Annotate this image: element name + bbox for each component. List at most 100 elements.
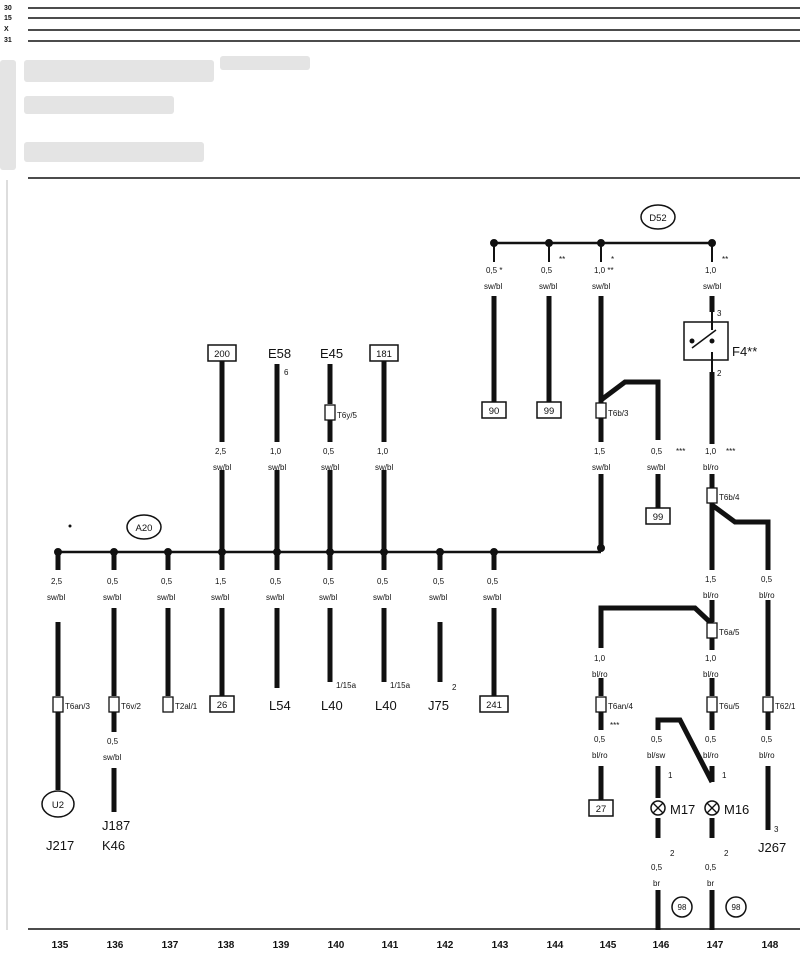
blurred-area [0,56,310,170]
wire-144d-color: sw/bl [539,282,557,291]
svg-text:T6u/5: T6u/5 [719,702,740,711]
wire-141-low-color: sw/bl [373,593,391,602]
ref-box-241: 241 [479,695,509,713]
wire-135-size: 2,5 [51,577,63,586]
wire-140-up-size: 0,5 [323,447,335,456]
wire-147s-size: 0,5 [705,735,717,744]
connector-t6v2: T6v/2 [108,696,142,713]
wire-147g-size: 0,5 [705,863,717,872]
ref-box-99-upper: 99 [536,401,562,419]
a20-drops [55,552,497,812]
wire-146m-color: sw/bl [647,463,665,472]
wire-148l-size: 0,5 [761,575,773,584]
wire-145s-size: 0,5 [594,735,606,744]
ground-ref-98-a: 98 [671,896,693,918]
column-145: 145 [600,940,617,951]
component-l40-a: L40 [321,698,343,713]
column-146: 146 [653,940,670,951]
svg-text:T6v/2: T6v/2 [121,702,142,711]
svg-text:98: 98 [678,903,687,912]
component-e45: E45 [320,346,343,361]
m17-label: M17 [670,802,695,817]
connector-t2al1: T2al/1 [162,696,198,713]
rail-label-30: 30 [4,5,12,12]
wire-146s-color: bl/sw [647,751,665,760]
connector-t6a5: T6a/5 [706,622,740,639]
svg-text:26: 26 [217,700,228,711]
wire-143d-size: 0,5 * [486,266,502,275]
svg-text:T62/1: T62/1 [775,702,796,711]
wire-145d-color: sw/bl [592,282,610,291]
column-141: 141 [382,940,399,951]
m16-label: M16 [724,802,749,817]
d52-bus [490,239,716,262]
f4-label: F4** [732,344,757,359]
wire-147d-color: sw/bl [703,282,721,291]
m17-pin-bot: 2 [670,849,675,858]
fuse-f4: 3 F4** 2 [683,309,757,378]
u2-connector: U2 [41,790,75,818]
component-l40-b: L40 [375,698,397,713]
connector-t6an4: T6an/4 [595,696,633,713]
wire-138-up-color: sw/bl [213,463,231,472]
rail-label-15: 15 [4,15,12,22]
wire-142-color: sw/bl [429,593,447,602]
wire-140-up-color: sw/bl [321,463,339,472]
svg-text:T6b/4: T6b/4 [719,493,740,502]
wire-147s-color: bl/ro [703,751,719,760]
wire-146m-size: 0,5 [651,447,663,456]
wire-141-up-size: 1,0 [377,447,389,456]
component-k46: K46 [102,838,125,853]
svg-text:99: 99 [653,512,664,523]
column-144: 144 [547,940,564,951]
svg-text:98: 98 [732,903,741,912]
wire-138-low-size: 1,5 [215,577,227,586]
d52-connector: D52 [640,204,676,230]
wire-144d-size: 0,5 [541,266,553,275]
wire-140-low-color: sw/bl [319,593,337,602]
wire-146s-size: 0,5 [651,735,663,744]
wire-141-up-color: sw/bl [375,463,393,472]
f4-pin-top: 3 [717,309,722,318]
ref-box-99-lower: 99 [645,507,671,525]
wire-143-color: sw/bl [483,593,501,602]
d52-drops [491,296,771,570]
m16-pin-top: 1 [722,771,727,780]
column-138: 138 [218,940,235,951]
d52-label: D52 [649,213,666,224]
svg-text:241: 241 [486,700,502,711]
wire-148s-color: bl/ro [759,751,775,760]
component-j267: J267 [758,840,786,855]
wire-135-color: sw/bl [47,593,65,602]
lamp-m17: 1 M17 2 [650,771,695,858]
ref-box-27: 27 [588,799,614,817]
component-j187: J187 [102,818,130,833]
ref-box-26: 26 [209,695,235,713]
component-j75: J75 [428,698,449,713]
mark-147-dstar: ** [722,255,728,264]
connector-t6an3: T6an/3 [52,696,90,713]
mark-145-star: * [611,255,614,264]
column-140: 140 [328,940,345,951]
svg-text:T6y/5: T6y/5 [337,411,358,420]
mark-144-dstar: ** [559,255,565,264]
wire-147r-size: 1,0 [705,654,717,663]
wire-147d-size: 1,0 [705,266,717,275]
right-lower-wires [598,600,771,930]
column-143: 143 [492,940,509,951]
column-147: 147 [707,940,724,951]
l40-a-pin: 1/15a [336,681,357,690]
wire-139-up-color: sw/bl [268,463,286,472]
wire-141-low-size: 0,5 [377,577,389,586]
component-e58: E58 [268,346,291,361]
wire-146g-size: 0,5 [651,863,663,872]
wire-136-size: 0,5 [107,577,119,586]
wire-145d-size: 1,0 ** [594,266,614,275]
a20-label: A20 [136,523,153,534]
wire-147r-color: bl/ro [703,670,719,679]
wire-137-color: sw/bl [157,593,175,602]
wire-145m-color: sw/bl [592,463,610,472]
wire-147l-size: 1,5 [705,575,717,584]
j75-pin: 2 [452,683,457,692]
u2-label: U2 [52,800,64,811]
